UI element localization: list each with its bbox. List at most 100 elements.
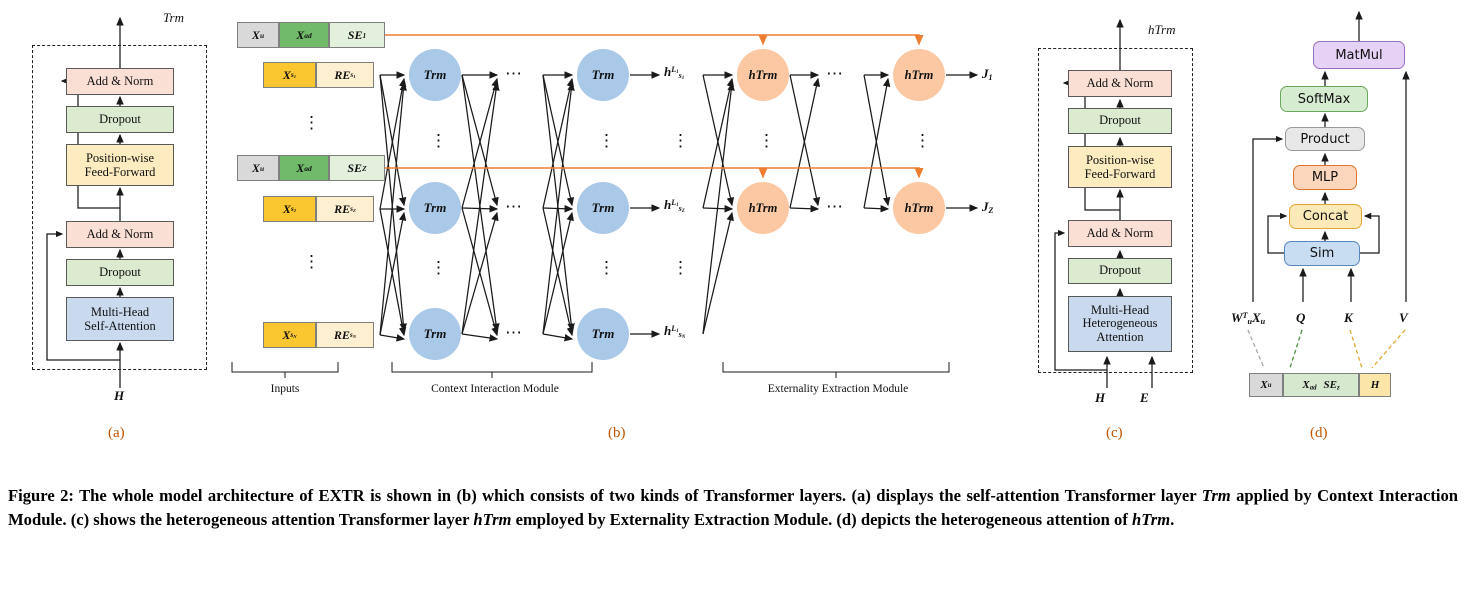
panel-c-mhha-line-2: Heterogeneous [1082,316,1158,331]
htrm-circle-r1-c1: hTrm [737,49,789,101]
panel-c-pwff-line-1: Position-wise [1085,152,1155,167]
caption-text-3: employed by Externality Extraction Modul… [511,509,1132,529]
panel-c-block-add-norm-2: Add & Norm [1068,70,1172,97]
mhsa-line-2: Self-Attention [84,319,156,333]
hidden-label-sz: hL1sZ [664,197,685,215]
trm-ellipsis-r3: ⋯ [505,323,524,342]
panel-a-block-dropout-2: Dropout [66,106,174,133]
panel-c-block-position-wise-feed-forward: Position-wise Feed-Forward [1068,146,1172,188]
output-label-jz: JZ [982,199,994,215]
panel-c-block-dropout-2: Dropout [1068,108,1172,134]
panel-d-input-k: K [1344,310,1353,325]
trm-circle-r2-c2: Trm [577,182,629,234]
panel-c-block-add-norm-1: Add & Norm [1068,220,1172,247]
panel-d-input-q: Q [1296,310,1306,325]
trm-vdots-c1-b: ⋮ [430,258,447,277]
panel-d-block-matmul: MatMul [1313,41,1405,69]
panel-a-block-dropout-1: Dropout [66,259,174,286]
panel-d-block-product: Product [1285,127,1365,151]
panel-c-mhha-line-3: Attention [1096,329,1144,344]
panel-c-pwff-line-2: Feed-Forward [1084,167,1156,181]
panel-c-tag: hTrm [1148,22,1176,37]
panel-d-cell-h: H [1359,373,1391,397]
hidden-vdots-b: ⋮ [672,258,689,277]
panel-c-block-dropout-1: Dropout [1068,258,1172,284]
figure-canvas: Trm Add & Norm Dropout Position-wise Fee… [32,10,1410,441]
htrm-ellipsis-r1: ⋯ [826,64,845,83]
caption-trm: Trm [1201,486,1231,505]
caption-text-4: . [1170,509,1175,529]
htrm-vdots-c2: ⋮ [914,131,931,150]
panel-a-block-multi-head-self-attention: Multi-Head Self-Attention [66,297,174,341]
panel-a-block-add-norm-2: Add & Norm [66,68,174,95]
panel-c-input-symbol-e: E [1140,390,1149,405]
panel-d-letter: (d) [1310,425,1328,441]
caption-text-2: applied by Context Interaction Module. (… [8,486,1458,529]
figure-caption: Figure 2: The whole model architecture o… [8,484,1458,531]
mhsa-line-1: Multi-Head [90,304,150,319]
trm-circle-r3-c2: Trm [577,308,629,360]
caption-prefix: Figure 2: [8,486,74,505]
panel-c-mhha-line-1: Multi-Head [1090,302,1150,317]
panel-a-letter: (a) [108,425,125,441]
htrm-circle-r2-c2: hTrm [893,182,945,234]
hidden-vdots-a: ⋮ [672,131,689,150]
input-vdots-1: ⋮ [303,113,320,132]
panel-c-input-symbol-h: H [1095,390,1106,405]
panel-b-letter: (b) [608,425,626,441]
panel-a-tag: Trm [163,10,184,25]
htrm-vdots-c1: ⋮ [758,131,775,150]
htrm-circle-r1-c2: hTrm [893,49,945,101]
panel-a-block-add-norm-1: Add & Norm [66,221,174,248]
htrm-ellipsis-r2: ⋯ [826,197,845,216]
panel-c-block-multi-head-heterogeneous-attention: Multi-Head Heterogeneous Attention [1068,296,1172,352]
panel-d-block-sim: Sim [1284,241,1360,266]
trm-vdots-c2-a: ⋮ [598,131,615,150]
panel-d-input-wuxu: WTuXu [1231,310,1266,326]
trm-circle-r2-c1: Trm [409,182,461,234]
panel-d-xad-text: Xad [1302,378,1317,392]
trm-ellipsis-r2: ⋯ [505,197,524,216]
panel-c-dashed-border [1038,48,1193,373]
htrm-circle-r2-c1: hTrm [737,182,789,234]
pwff-line-2: Feed-Forward [84,165,156,179]
panel-a-input-symbol-h: H [114,388,125,403]
caption-htrm: hTrm [473,509,512,529]
caption-text-1: The whole model architecture of EXTR is … [73,486,1202,505]
trm-circle-r3-c1: Trm [409,308,461,360]
trm-ellipsis-r1: ⋯ [505,64,524,83]
group-label-inputs: Inputs [270,383,300,395]
pwff-line-1: Position-wise [85,150,155,165]
hidden-label-s1: hL1s1 [664,64,685,82]
panel-d-block-concat: Concat [1289,204,1362,229]
panel-c-letter: (c) [1106,425,1123,441]
panel-d-block-softmax: SoftMax [1280,86,1368,112]
panel-d-block-mlp: MLP [1293,165,1357,190]
figure-connectors [46,10,1410,388]
group-label-context-interaction-module: Context Interaction Module [431,383,559,395]
panel-a-block-position-wise-feed-forward: Position-wise Feed-Forward [66,144,174,186]
panel-d-sez-text: SEz [1323,378,1340,392]
group-label-externality-extraction-module: Externality Extraction Module [767,383,909,395]
caption-htrm-2: hTrm [1132,509,1171,529]
trm-circle-r1-c1: Trm [409,49,461,101]
panel-d-cell-xad-sez: Xad SEz [1283,373,1359,397]
hidden-label-sn: hL1sN [664,323,686,341]
